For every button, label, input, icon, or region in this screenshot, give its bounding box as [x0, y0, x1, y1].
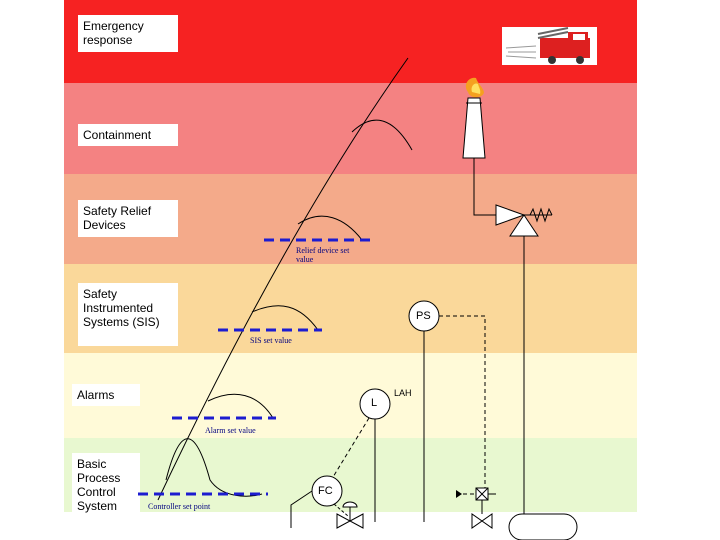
layer-alarms-band — [64, 353, 637, 438]
sis-set-value-label: SIS set value — [250, 336, 292, 345]
layer-label-emergency: Emergency response — [78, 15, 178, 52]
lah-tag: LAH — [394, 388, 412, 398]
layer-label-sis: Safety Instrumented Systems (SIS) — [78, 283, 178, 346]
fc-signal-line — [333, 503, 349, 517]
controller-set-point-label: Controller set point — [148, 502, 211, 511]
ps-signal-line — [439, 315, 486, 497]
trend-hump-bpcs — [165, 438, 263, 497]
trend-hump-sis — [251, 305, 319, 331]
relief-valve-icon — [495, 204, 553, 237]
flare-header-pipe — [473, 158, 496, 216]
flare-stack-icon — [462, 77, 486, 159]
layer-label-containment: Containment — [78, 124, 178, 146]
layer-label-bpcs: Basic Process Control System — [72, 453, 140, 515]
vessel-icon — [508, 513, 578, 540]
shutdown-valve-icon — [456, 487, 496, 529]
layer-label-alarms: Alarms — [72, 384, 140, 406]
trend-hump-relief — [297, 215, 363, 241]
fc-tag: FC — [318, 485, 333, 497]
escalation-curve — [157, 57, 409, 501]
trend-hump-containment — [351, 119, 413, 151]
relief-set-value-label: Relief device set value — [296, 246, 350, 264]
fc-process-line — [290, 490, 313, 528]
fire-truck-icon — [502, 27, 597, 65]
trend-hump-alarm — [207, 393, 274, 419]
alarm-set-value-label: Alarm set value — [205, 426, 256, 435]
ps-tag: PS — [416, 310, 431, 322]
layer-bpcs-band — [64, 438, 637, 512]
control-valve-icon — [336, 501, 364, 529]
level-signal-line — [329, 417, 370, 483]
level-tag: L — [371, 397, 378, 409]
layer-label-relief: Safety Relief Devices — [78, 200, 178, 237]
